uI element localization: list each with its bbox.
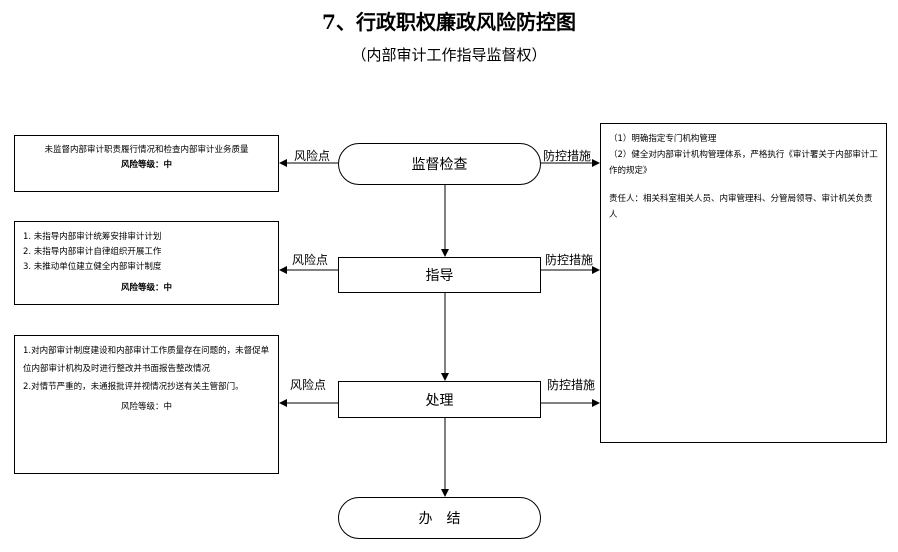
node-guide: 指导 xyxy=(338,257,541,293)
node-handle-label: 处理 xyxy=(425,392,454,409)
control-measures-box: （1）明确指定专门机构管理 （2）健全对内部审计机构管理体系，严格执行《审计署关… xyxy=(600,123,887,443)
risk-item-guide-1: 1. 未指导内部审计统筹安排审计计划 xyxy=(23,232,162,242)
risk-level-guide: 风险等级：中 xyxy=(120,283,172,293)
node-guide-label: 指导 xyxy=(425,268,454,284)
node-finish-label: 办 结 xyxy=(418,511,461,527)
node-handle: 处理 xyxy=(338,381,541,418)
risk-level-handle: 风险等级：中 xyxy=(120,402,172,412)
control-label-supervise: 防控措施 xyxy=(543,149,592,163)
risk-item-guide-3: 3. 未推动单位建立健全内部审计制度 xyxy=(23,262,162,272)
risk-box-guide: 1. 未指导内部审计统筹安排审计计划 2. 未指导内部审计自律组织开展工作 3.… xyxy=(14,221,279,305)
measure-item-2: （2）健全对内部审计机构管理体系，严格执行《审计署关于内部审计工作的规定》 xyxy=(609,150,878,176)
risk-item-handle-2: 2.对情节严重的，未通报批评并视情况抄送有关主管部门。 xyxy=(23,382,244,392)
control-label-guide: 防控措施 xyxy=(545,253,594,267)
node-supervise-label: 监督检查 xyxy=(411,157,468,173)
risk-text-supervise: 未监督内部审计职责履行情况和检查内部审计业务质量 xyxy=(44,145,249,155)
risk-item-handle-1: 1.对内部审计制度建设和内部审计工作质量存在问题的，未督促单位内部审计机构及时进… xyxy=(23,346,270,374)
risk-item-guide-2: 2. 未指导内部审计自律组织开展工作 xyxy=(23,247,162,257)
risk-point-label-guide: 风险点 xyxy=(292,253,329,267)
page-title: 7、行政职权廉政风险防控图 xyxy=(322,10,576,34)
risk-box-supervise: 未监督内部审计职责履行情况和检查内部审计业务质量 风险等级：中 xyxy=(14,135,279,192)
risk-point-label-supervise: 风险点 xyxy=(294,149,331,163)
measure-item-1: （1）明确指定专门机构管理 xyxy=(609,134,717,144)
node-supervise: 监督检查 xyxy=(338,143,541,185)
risk-point-label-handle: 风险点 xyxy=(290,378,327,392)
control-label-handle: 防控措施 xyxy=(547,378,596,392)
risk-box-handle: 1.对内部审计制度建设和内部审计工作质量存在问题的，未督促单位内部审计机构及时进… xyxy=(14,335,279,474)
node-finish: 办 结 xyxy=(338,497,541,539)
risk-level-supervise: 风险等级：中 xyxy=(120,160,172,170)
measure-responsible: 责任人：相关科室相关人员、内审管理科、分管局领导、审计机关负责人 xyxy=(609,194,873,220)
page-subtitle: （内部审计工作指导监督权） xyxy=(351,46,547,64)
